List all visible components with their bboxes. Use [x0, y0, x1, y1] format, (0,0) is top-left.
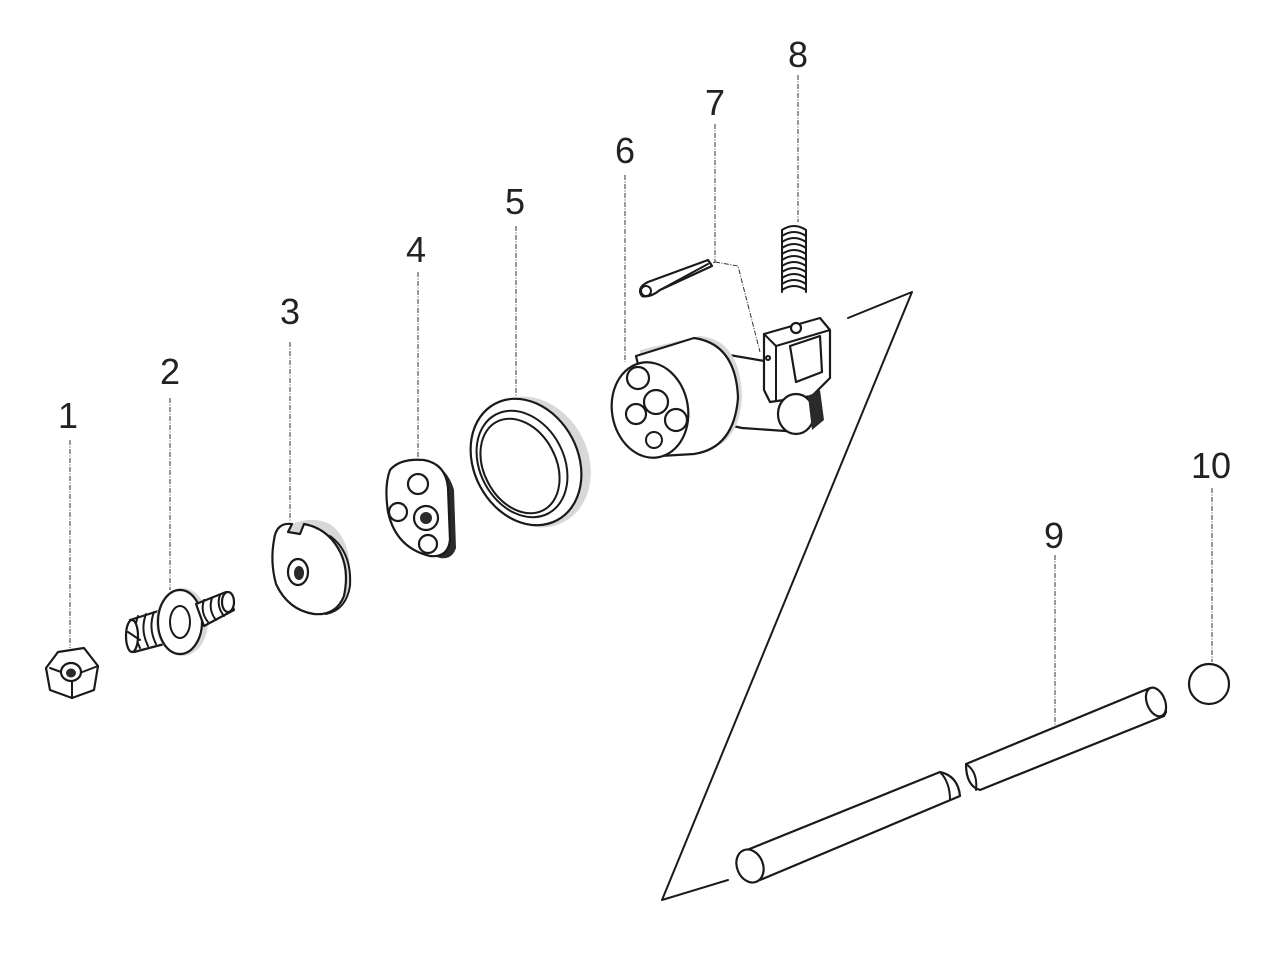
part-label-7: 7: [705, 82, 725, 123]
part-label-4: 4: [406, 229, 426, 270]
coil-spring-icon: [781, 225, 807, 294]
part-label-1: 1: [58, 395, 78, 436]
eccentric-plate-icon: [385, 458, 456, 559]
stud-screw-icon: [124, 588, 236, 656]
part-label-8: 8: [788, 34, 808, 75]
leader-line-7a: [699, 124, 716, 269]
part-label-6: 6: [615, 130, 635, 171]
shaft-rod-icon: [735, 686, 1168, 884]
split-pin-icon: [638, 258, 714, 298]
part-label-2: 2: [160, 351, 180, 392]
part-label-5: 5: [505, 181, 525, 222]
ball-icon: [1187, 662, 1231, 706]
leader-line-7b: [714, 261, 761, 353]
hex-nut-icon: [44, 646, 100, 700]
part-label-10: 10: [1191, 445, 1231, 486]
part-labels: 1 2 3 4 5 6 7 8 9 10: [58, 34, 1231, 556]
cam-disc-icon: [271, 519, 352, 616]
ring-collar-icon: [469, 396, 591, 528]
part-label-3: 3: [280, 291, 300, 332]
crank-housing-icon: [610, 316, 832, 459]
assembly-guide-line: [661, 291, 913, 901]
part-label-9: 9: [1044, 515, 1064, 556]
